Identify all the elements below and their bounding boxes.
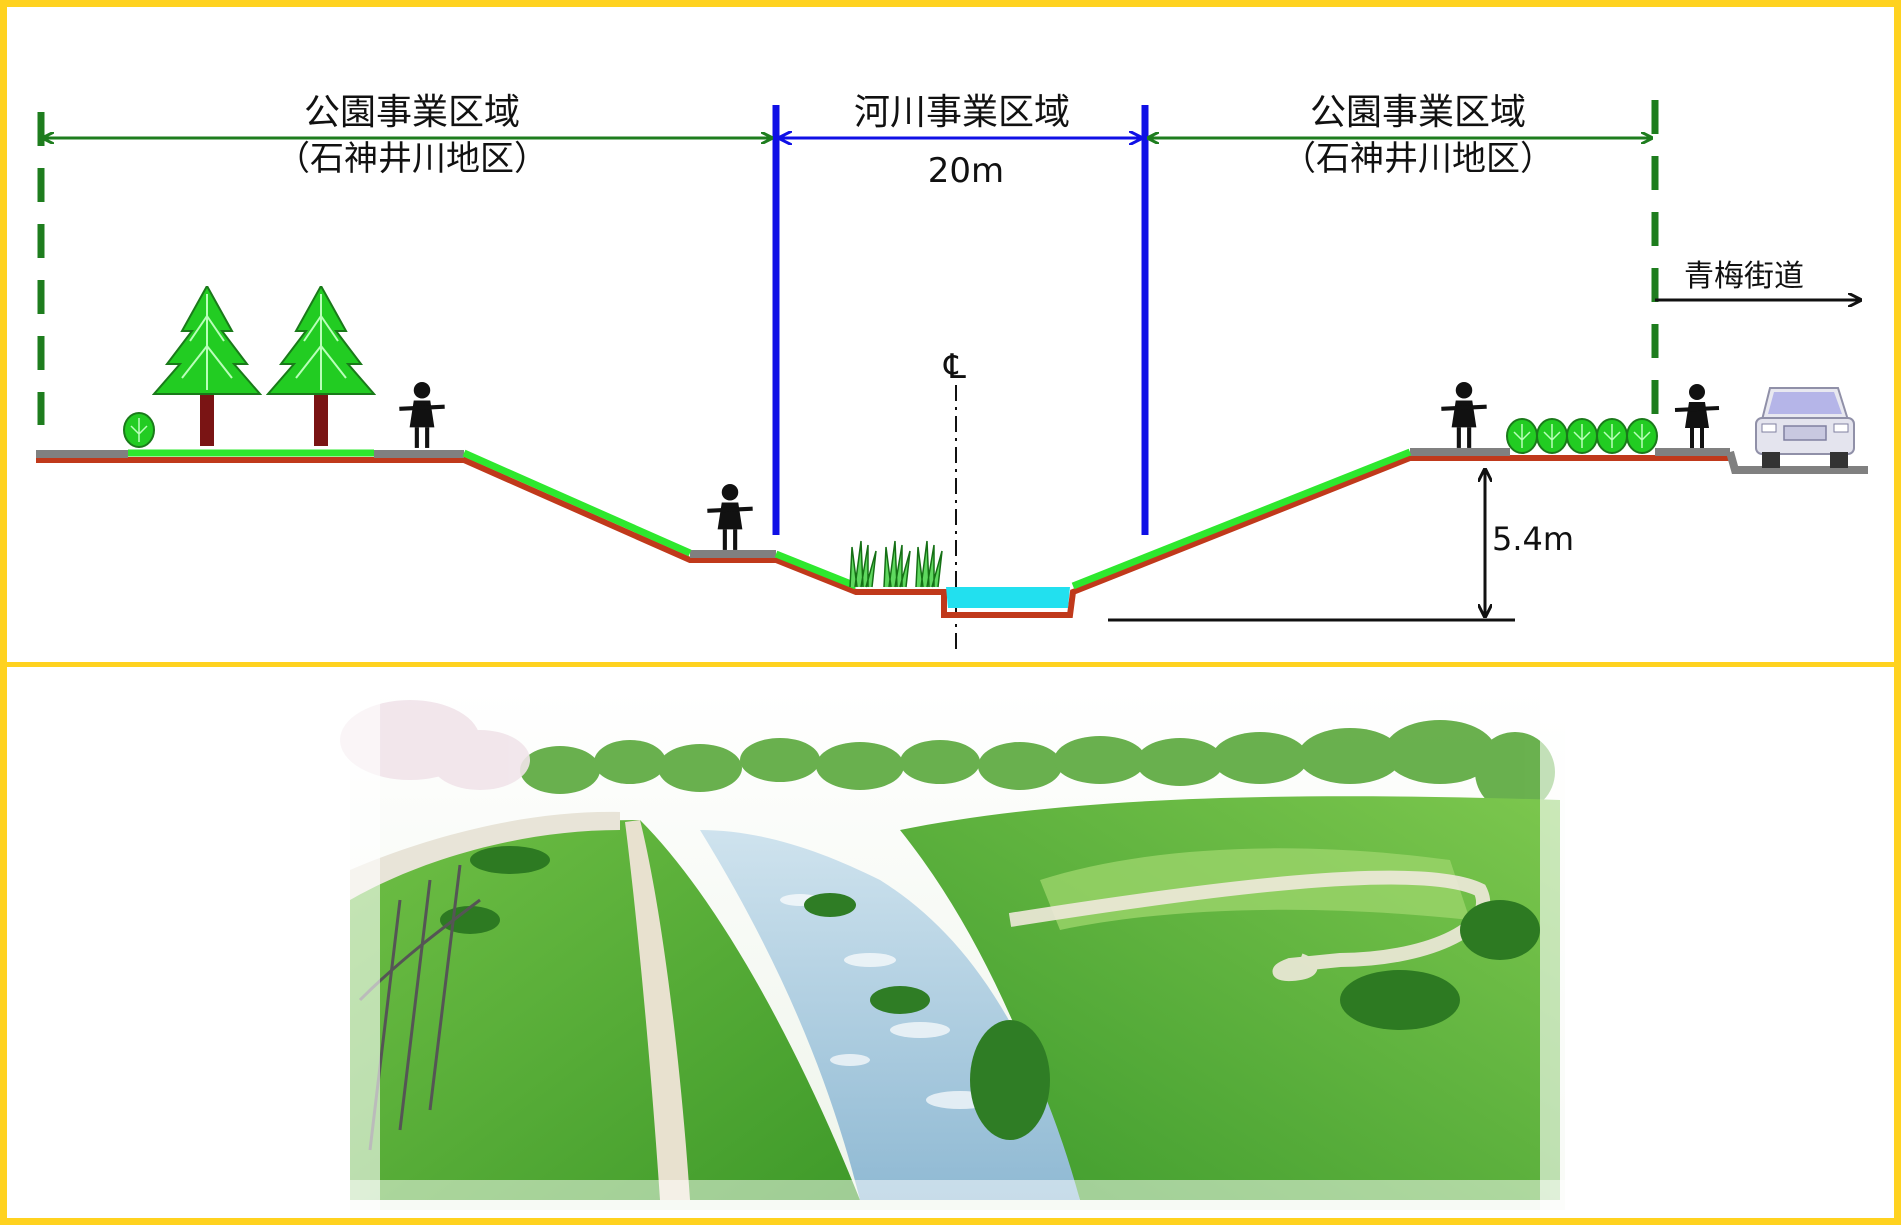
bush-icon <box>1566 418 1598 454</box>
tree-icon <box>267 286 375 446</box>
reed-icon <box>883 540 911 588</box>
bush-icon <box>123 412 155 448</box>
person-icon <box>1675 384 1719 448</box>
person-icon <box>1441 382 1486 448</box>
bush-icon <box>1536 418 1568 454</box>
right-zone-subtitle: （石神井川地区） <box>1282 139 1554 179</box>
inner-slope-grass <box>774 550 858 590</box>
left-slope-grass <box>462 449 692 557</box>
tree-icon <box>153 286 261 446</box>
right-zone-title: 公園事業区域 <box>1310 92 1526 133</box>
river-zone-title: 河川事業区域 <box>854 92 1070 133</box>
left-zone-subtitle: （石神井川地区） <box>276 139 548 179</box>
river-zone-width-label: 20m <box>928 151 1004 191</box>
bush-icon <box>1596 418 1628 454</box>
person-icon <box>707 484 752 550</box>
ground-soil-line <box>36 455 1730 618</box>
bush-icon <box>1506 418 1538 454</box>
reed-icon <box>915 540 943 588</box>
car-icon <box>1755 387 1855 468</box>
reed-icon <box>849 540 877 588</box>
person-icon <box>399 382 444 448</box>
river-water <box>946 587 1070 608</box>
right-slope-grass <box>1071 448 1412 590</box>
panel-divider <box>0 662 1901 667</box>
road-surface <box>1726 450 1868 474</box>
depth-label: 5.4m <box>1492 520 1574 558</box>
bush-icon <box>1626 418 1658 454</box>
left-zone-title: 公園事業区域 <box>304 92 520 133</box>
centerline-symbol: ℄ <box>943 347 966 387</box>
road-label: 青梅街道 <box>1684 259 1804 294</box>
